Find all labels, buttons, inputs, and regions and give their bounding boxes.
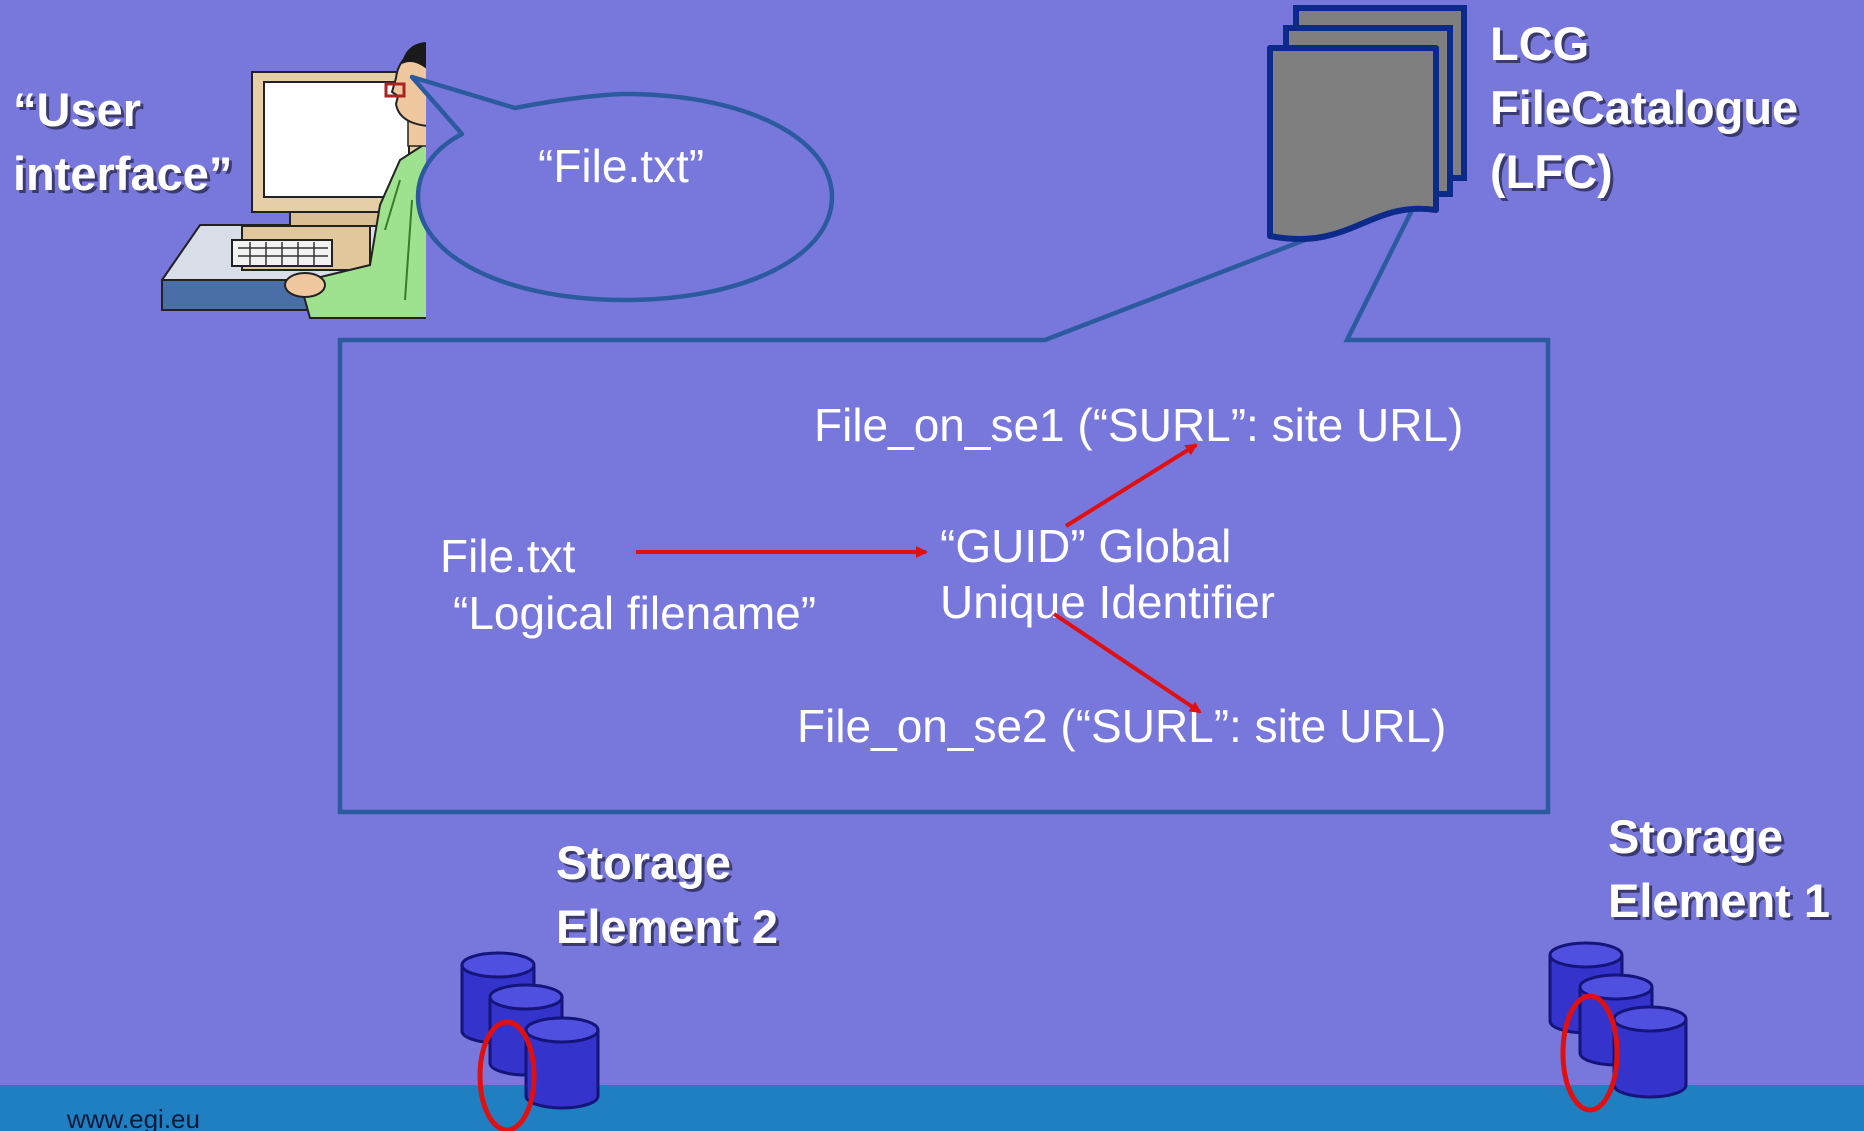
storage-element-1-line1: Storage (1608, 810, 1783, 863)
storage-element-2-label: Storage Element 2 Storage Element 2 (556, 836, 781, 956)
arrow-guid-to-surl1 (1064, 443, 1198, 528)
svg-text:interface”: interface” (16, 150, 235, 203)
svg-text:Element 1: Element 1 (1611, 877, 1833, 930)
speech-bubble-text: “File.txt” (538, 140, 704, 192)
surl2-text: File_on_se2 (“SURL”: site URL) (797, 700, 1446, 752)
footer-bar (0, 1085, 1864, 1131)
svg-text:Storage: Storage (559, 839, 734, 892)
storage-element-1-line2: Element 1 (1608, 874, 1830, 927)
user-interface-line1: “User (13, 83, 141, 136)
logical-filename-caption: “Logical filename” (453, 587, 816, 639)
storage-element-1-database-icon (1548, 941, 1688, 1113)
user-at-computer-icon (161, 40, 434, 320)
footer-url[interactable]: www.egi.eu (66, 1104, 200, 1131)
svg-text:Element 2: Element 2 (559, 903, 781, 956)
document-stack-icon (1267, 5, 1467, 243)
guid-line1: “GUID” Global (940, 520, 1231, 572)
storage-element-2-database-icon (460, 951, 600, 1131)
catalogue-callout-box (337, 205, 1551, 815)
storage-element-2-line1: Storage (556, 836, 731, 889)
catalogue-label: LCG FileCatalogue (LFC) LCG FileCatalogu… (1490, 17, 1801, 201)
svg-text:(LFC): (LFC) (1493, 148, 1616, 201)
guid-line2: Unique Identifier (940, 576, 1275, 628)
surl1-text: File_on_se1 (“SURL”: site URL) (814, 399, 1463, 451)
logical-filename-text: File.txt (440, 530, 576, 582)
user-interface-label: “User interface” “User interface” (13, 83, 235, 203)
user-interface-line2: interface” (13, 147, 232, 200)
storage-element-1-label: Storage Element 1 Storage Element 1 (1608, 810, 1833, 930)
svg-text:LCG: LCG (1493, 20, 1592, 73)
catalogue-title-line2: FileCatalogue (1490, 81, 1798, 134)
speech-bubble: “File.txt” (409, 74, 835, 303)
arrow-guid-to-surl2 (1052, 612, 1202, 714)
svg-text:Storage: Storage (1611, 813, 1786, 866)
svg-text:“User: “User (16, 86, 144, 139)
catalogue-title-line3: (LFC) (1490, 145, 1613, 198)
storage-element-2-line2: Element 2 (556, 900, 778, 953)
catalogue-title-line1: LCG (1490, 17, 1589, 70)
svg-text:FileCatalogue: FileCatalogue (1493, 84, 1801, 137)
